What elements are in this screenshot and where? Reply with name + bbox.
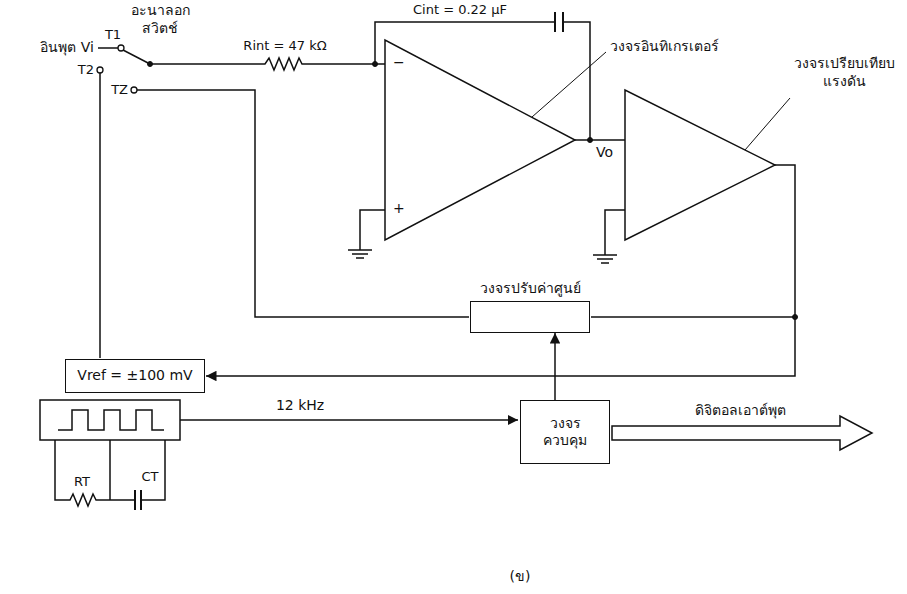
zero-adjust-box: วงจรปรับค่าศูนย์: [470, 301, 590, 333]
box-label: Vref = ±100 mV: [77, 367, 192, 385]
switch-contact: [118, 45, 124, 51]
ground-symbol: [593, 255, 617, 263]
reference-voltage-box: Vref = ±100 mV: [65, 359, 205, 393]
pin-sign: +: [393, 200, 405, 218]
box-label: วงจร ควบคุม: [530, 415, 600, 450]
component-label: RT: [74, 474, 90, 490]
oscillator-box: [40, 400, 180, 440]
capacitor-symbol: [562, 12, 564, 32]
zero-wire: [137, 90, 469, 317]
input-wire: [98, 47, 118, 49]
terminal-label: TZ: [111, 82, 128, 98]
leader-line: [745, 98, 790, 150]
zero-feed-wire: [591, 316, 795, 318]
capacitor-symbol: [140, 490, 142, 510]
reference-wire: [99, 73, 101, 358]
output-label: ดิจิตอลเอาต์พุต: [695, 402, 786, 420]
figure-caption: (ข): [510, 568, 531, 586]
connectors: [554, 333, 556, 400]
junction-dot: [588, 138, 593, 143]
junction-dot: [793, 315, 798, 320]
timing-network: [55, 440, 165, 506]
comparator-symbol: [625, 90, 775, 240]
junctions: [148, 62, 798, 320]
terminal-label: T1: [105, 27, 121, 43]
control-box: วงจร ควบคุม: [520, 400, 610, 464]
comparator-output-wire: [206, 165, 795, 376]
capacitor-label: Cint = 0.22 μF: [413, 2, 507, 18]
signal-name: Vo: [596, 144, 613, 162]
capacitor-symbol: [554, 12, 556, 32]
integrator-label: วงจรอินทิเกรเตอร์: [610, 38, 719, 56]
pin-sign: −: [393, 54, 405, 72]
ground-wire: [605, 210, 625, 255]
switch-contact: [97, 67, 103, 73]
terminal-label: T2: [78, 62, 94, 78]
clock-arrow: [180, 419, 518, 421]
resistor-label: Rint = 47 kΩ: [243, 38, 326, 54]
square-wave: [58, 410, 164, 430]
signal-arrow: [554, 333, 556, 400]
switch-contact: [131, 87, 137, 93]
wiring: [40, 12, 872, 510]
capacitor-symbol: [134, 490, 136, 510]
output-wire: [575, 139, 625, 141]
junction-dot: [373, 62, 378, 67]
component-label: CT: [141, 469, 158, 485]
input-label: อินพุต Vi: [40, 39, 94, 57]
frequency-label: 12 kHz: [276, 397, 324, 415]
switch-blade: [123, 50, 150, 64]
feedback-wire: [375, 22, 590, 140]
switch-label: อะนาลอก สวิตช์: [124, 2, 196, 37]
box-heading: วงจรปรับค่าศูนย์: [480, 280, 581, 298]
output-bus-arrow: [612, 416, 872, 450]
comparator-label: วงจรเปรียบเทียบ แรงดัน: [785, 55, 903, 90]
ground-wire: [360, 210, 385, 250]
ground-symbol: [348, 250, 372, 258]
resistor-symbol: [150, 58, 385, 70]
opamp-symbol: [385, 40, 575, 240]
switch-pivot: [148, 62, 153, 67]
leader-line: [532, 52, 606, 117]
